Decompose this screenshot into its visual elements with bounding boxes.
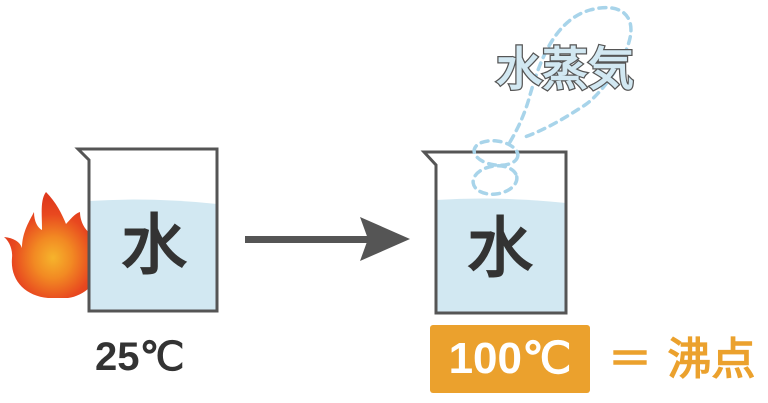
right-beaker-label: 水 <box>467 210 533 287</box>
left-beaker-label: 水 <box>121 207 187 284</box>
arrow-right-icon <box>245 217 410 261</box>
steam-bubble-icon <box>471 5 633 196</box>
boiling-temperature: 100℃ <box>448 334 572 383</box>
start-temperature: 25℃ <box>95 335 185 379</box>
beaker-icon-right <box>420 150 568 315</box>
steam-label: 水蒸気 <box>495 42 636 96</box>
boiling-temperature-badge: 100℃ <box>430 325 590 393</box>
boiling-point-label: ＝ 沸点 <box>608 334 756 385</box>
beaker-icon-left <box>74 147 219 313</box>
flame-icon <box>4 192 102 298</box>
